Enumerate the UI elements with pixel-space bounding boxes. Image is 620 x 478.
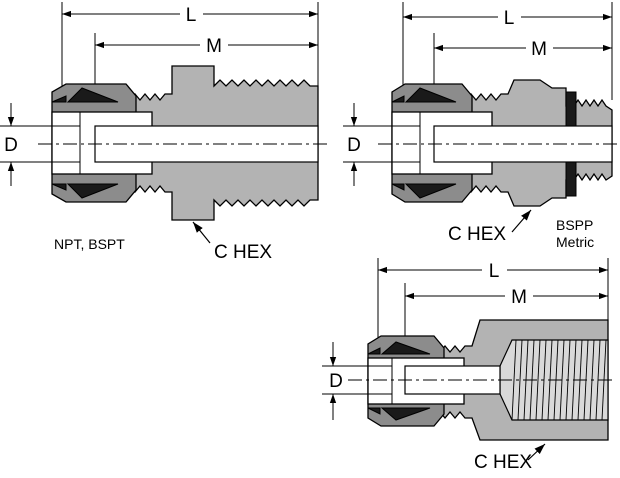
- ferrule-front: [66, 87, 119, 103]
- thread-label-metric: Metric: [556, 234, 594, 250]
- ferrule-back-lower: [391, 183, 405, 191]
- ferrule-back-lower: [51, 183, 67, 191]
- dimension-label-d: D: [4, 135, 18, 156]
- dimension-m: M: [405, 287, 608, 308]
- hex-label: C HEX: [474, 452, 532, 473]
- dimension-d: D: [0, 103, 80, 186]
- dimension-label-l: L: [489, 261, 500, 282]
- ferrule-front: [380, 341, 431, 355]
- ferrule-back: [367, 347, 381, 355]
- dimension-l: L: [378, 261, 608, 282]
- ferrule-front-lower: [66, 183, 119, 199]
- ferrule-back: [391, 95, 405, 103]
- dimension-label-m: M: [206, 36, 222, 57]
- hex-label: C HEX: [214, 242, 272, 263]
- dimension-d: D: [322, 342, 392, 420]
- leader-line: [192, 221, 211, 244]
- dimension-m: M: [434, 39, 612, 60]
- ferrule-back-lower: [367, 407, 381, 415]
- ferrule-back: [51, 95, 67, 103]
- dimension-label-l: L: [504, 8, 515, 29]
- ferrule-front-lower: [404, 183, 457, 199]
- dimension-label-d: D: [347, 135, 361, 156]
- dimension-l: L: [62, 5, 318, 26]
- dimension-label-d: D: [329, 371, 343, 392]
- ferrule-front: [404, 87, 457, 103]
- dimension-label-m: M: [511, 287, 527, 308]
- dimension-label-l: L: [186, 5, 197, 26]
- dimension-l: L: [403, 8, 612, 29]
- hex-label: C HEX: [448, 224, 506, 245]
- dimension-label-m: M: [531, 39, 547, 60]
- ferrule-front-lower: [380, 407, 431, 421]
- thread-label-npt-bspt: NPT, BSPT: [54, 236, 125, 252]
- leader-line: [527, 443, 546, 461]
- figure-npt-bspt: L M D NPT, BSPT C: [0, 2, 330, 263]
- leader-line: [511, 209, 532, 233]
- dimension-d: D: [343, 103, 420, 186]
- thread-label-bspp: BSPP: [556, 217, 593, 233]
- figure-bspp-metric: L M D C HEX BSPP Metric: [343, 2, 620, 250]
- dimension-m: M: [95, 36, 318, 57]
- figure-female-connector: L M: [322, 258, 616, 473]
